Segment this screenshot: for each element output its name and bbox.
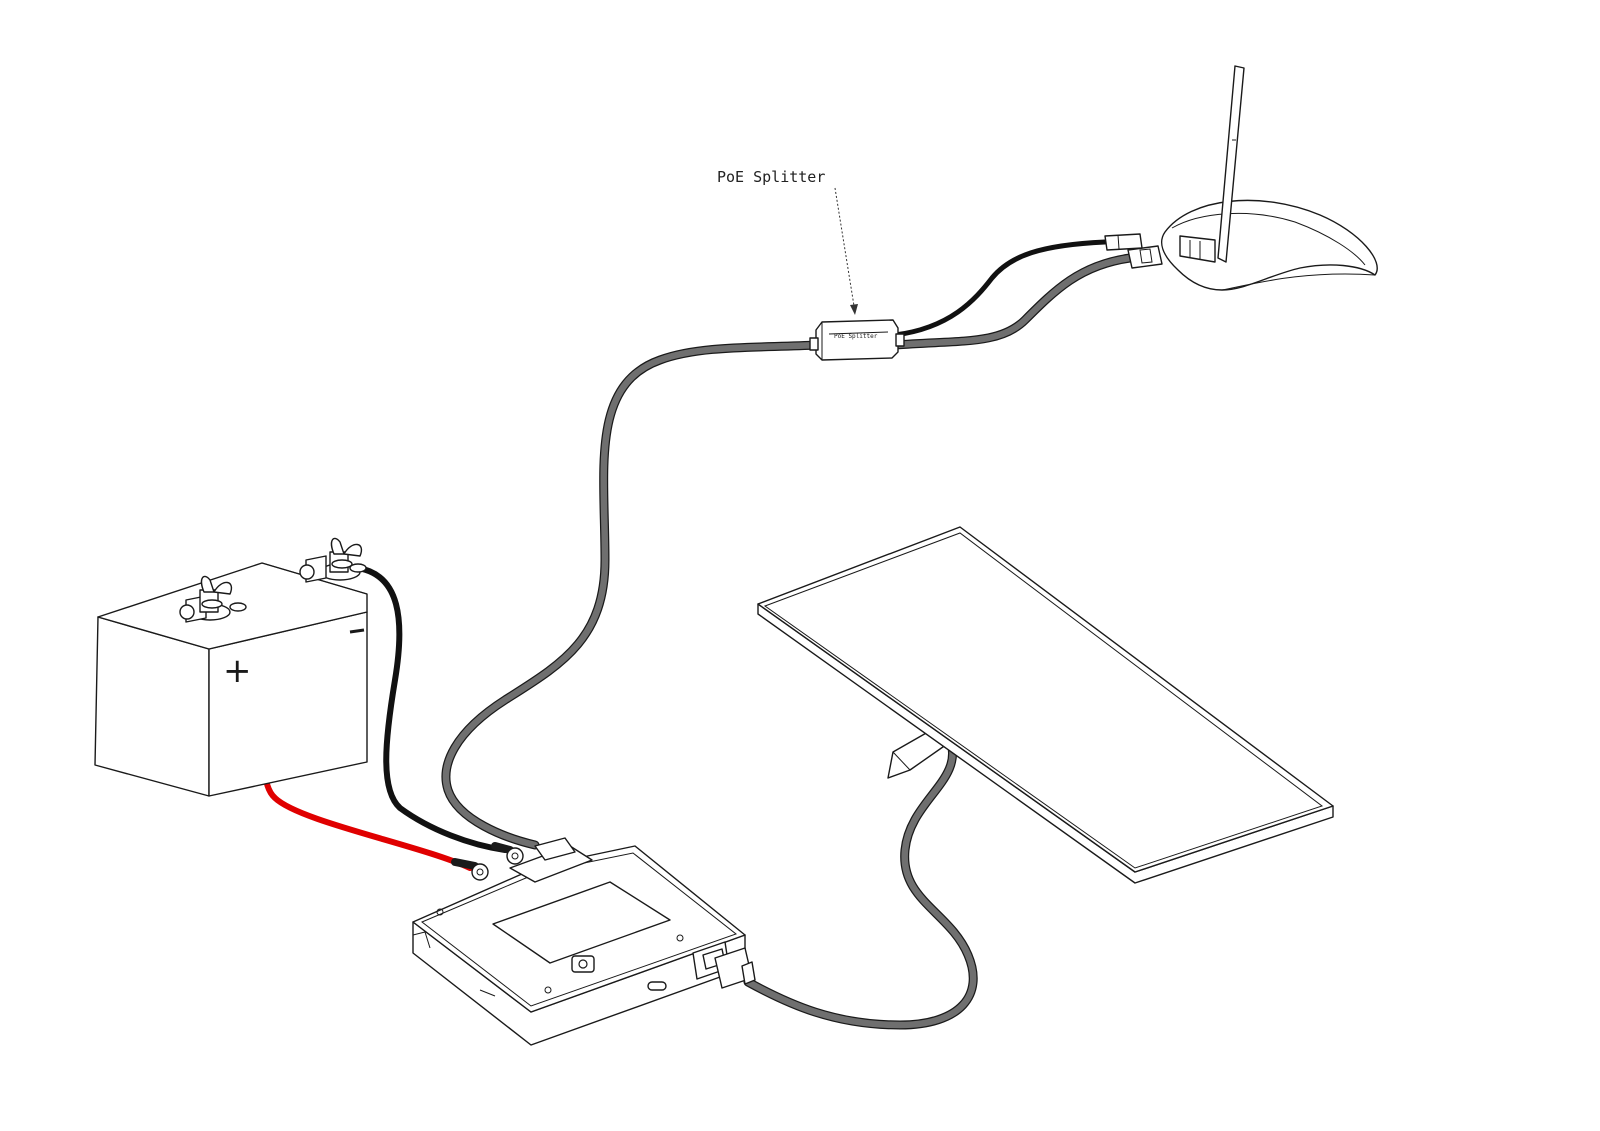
positive-ring-terminal-icon — [451, 858, 489, 881]
cables — [235, 239, 1135, 1030]
ethernet-cable-splitter-to-box — [441, 340, 822, 850]
dc-plug — [1104, 233, 1143, 251]
router-icon — [1104, 65, 1378, 291]
positive-terminal-wingnut-icon — [179, 575, 247, 623]
power-button-icon — [571, 955, 595, 973]
satellite-dish-icon — [757, 526, 1334, 884]
callout-label: PoE Splitter — [717, 168, 825, 186]
negative-terminal-wingnut-icon — [299, 537, 367, 583]
poe-splitter-callout: PoE Splitter — [717, 168, 858, 315]
dc-power-cable-splitter-to-router — [892, 239, 1108, 338]
rj45-plug-router — [1127, 245, 1163, 269]
svg-text:PoE Splitter: PoE Splitter — [834, 333, 878, 340]
positive-terminal-mark: + — [223, 651, 252, 691]
ethernet-cable-splitter-to-router — [890, 253, 1135, 350]
usb-c-port-icon — [647, 981, 667, 991]
power-supply-icon — [412, 837, 756, 1046]
negative-ring-terminal-icon — [491, 842, 524, 865]
rj45-plug-box-icon — [714, 947, 756, 989]
negative-cable — [355, 565, 508, 853]
poe-splitter-icon: PoE Splitter — [809, 319, 905, 361]
negative-terminal-mark — [349, 628, 365, 634]
ethernet-cable-dish-to-box — [743, 735, 978, 1030]
battery-icon: + — [94, 562, 368, 797]
